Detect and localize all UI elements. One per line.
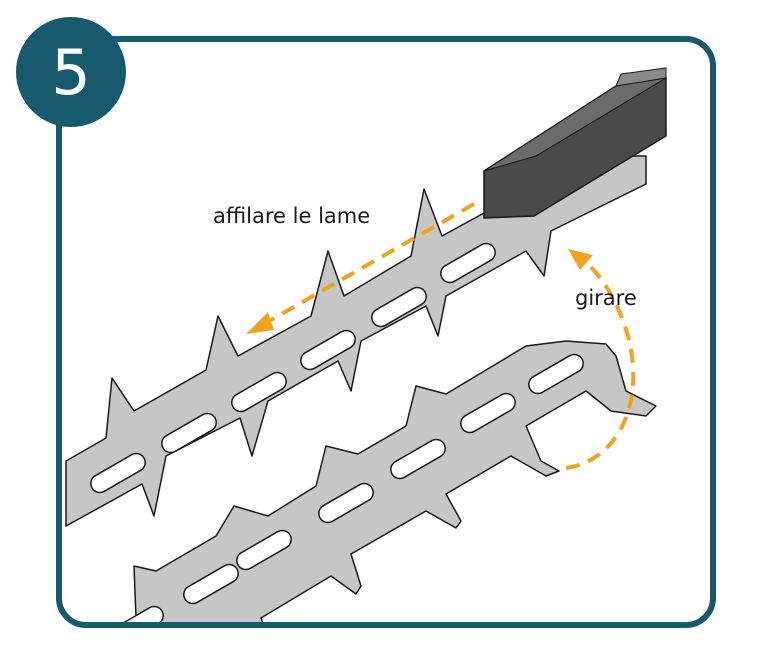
- step-number: 5: [51, 36, 90, 109]
- sharpen-label: affilare le lame: [213, 204, 370, 228]
- illustration: [56, 36, 716, 628]
- flip-label: girare: [575, 286, 637, 310]
- step-number-badge: 5: [16, 17, 126, 127]
- step-frame: [56, 36, 716, 628]
